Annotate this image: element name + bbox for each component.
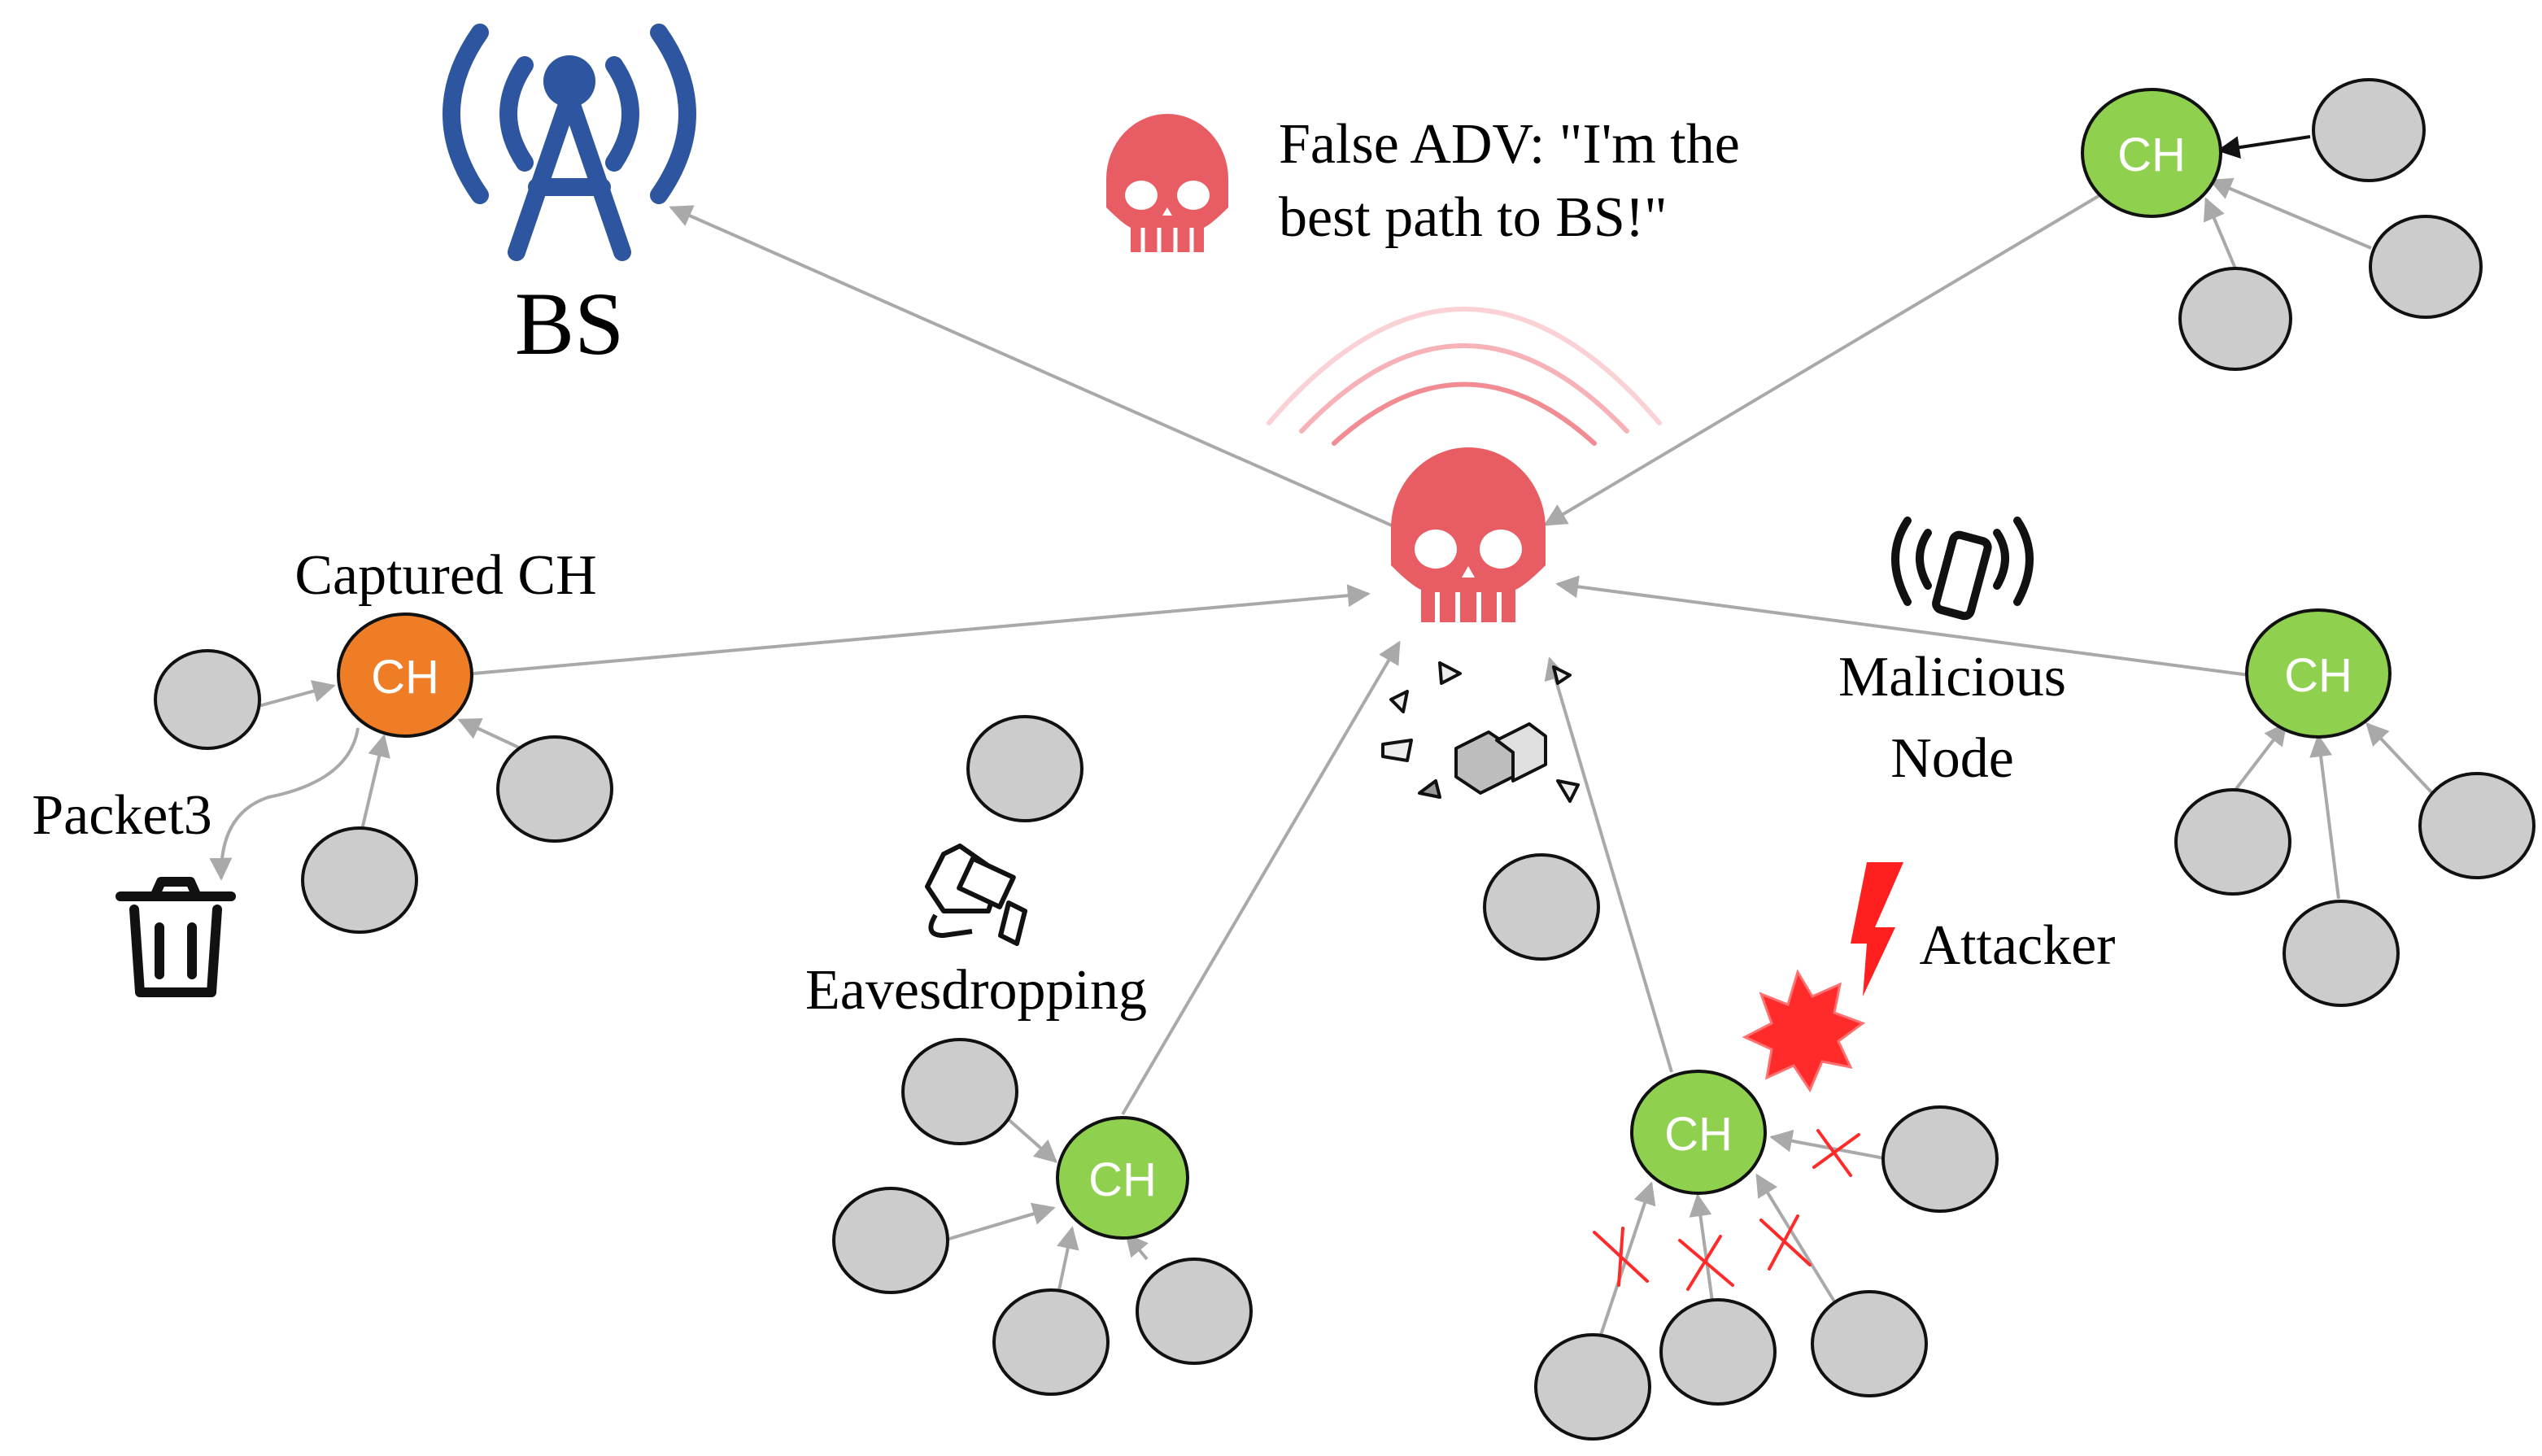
sensor-node [2178,267,2292,371]
cluster-attacked: CH [1534,1070,1999,1441]
edge-ch-bottom-left-to-malicious [1121,640,1401,1116]
sensor-node [1659,1298,1777,1406]
cluster-head-node [1056,1116,1189,1240]
cluster-head-node [2081,88,2222,218]
sensor-node [1881,1105,1999,1213]
packet-label: Packet3 [32,784,212,847]
sensor-node [1483,853,1600,961]
attacker-label: Attacker [1920,914,2116,977]
captured-ch-label: Captured CH [294,544,596,607]
eavesdropping-label: Eavesdropping [805,959,1147,1022]
cluster-right: CH [2174,608,2535,1007]
blocked-link-marks [1593,1129,1860,1291]
sensor-node [1811,1290,1928,1397]
cluster-eavesdropped: CH [832,1038,1253,1396]
captured-cluster-head-node [337,612,473,738]
false-adv-line2: best path to BS!" [1279,186,1668,249]
sensor-node [832,1187,949,1294]
malicious-node-label-line1: Malicious [1838,646,2066,708]
bs-label: BS [515,274,625,373]
lightning-icon [1851,862,1903,996]
cluster-head-label: CH [1664,1108,1733,1161]
phone-signal-icon [1891,517,2034,621]
cluster-head-label: CH [2117,129,2186,181]
cluster-head-node [2245,608,2392,739]
sensor-node [992,1288,1110,1396]
trash-icon [116,877,236,997]
skull-icon [1106,114,1228,254]
sensor-node [2312,78,2426,182]
base-station-tower-icon [443,24,696,261]
sensor-node [1534,1333,1651,1441]
sensor-node [2283,900,2400,1007]
sensor-node [2174,788,2291,896]
edge-ch-attacked-to-malicious [1544,656,1673,1073]
explosion-icon [1742,969,1866,1093]
sensor-node [1136,1258,1253,1365]
sensor-node [901,1038,1018,1145]
wireless-signal-icon [1267,307,1662,446]
attacked-cluster-head-node [1630,1070,1767,1195]
sensor-node [301,826,418,934]
cluster-head-label: CH [371,651,439,704]
cluster-captured: CH [154,612,613,934]
edge-malicious-to-bs [669,205,1400,530]
sensor-node [2369,215,2483,319]
sensor-node [966,715,1084,822]
spy-camera-icon [925,844,1027,946]
malicious-node-skull-icon [1391,447,1546,625]
broken-box-icon [1381,661,1580,803]
sensor-node [2418,772,2535,879]
sensor-node [496,735,613,843]
edge-ch-top-right-to-malicious [1543,190,2108,526]
main-edges [473,190,2250,1116]
cluster-head-label: CH [1088,1153,1157,1206]
false-adv-line1: False ADV: "I'm the [1279,113,1740,176]
cluster-head-label: CH [2284,649,2352,702]
cluster-top-right: CH [2081,78,2483,371]
malicious-node-label-line2: Node [1890,727,2014,790]
sensor-node [154,649,261,750]
edge-ch-right-to-malicious [1555,575,2250,677]
edge-captured-ch-to-malicious [473,584,1371,675]
